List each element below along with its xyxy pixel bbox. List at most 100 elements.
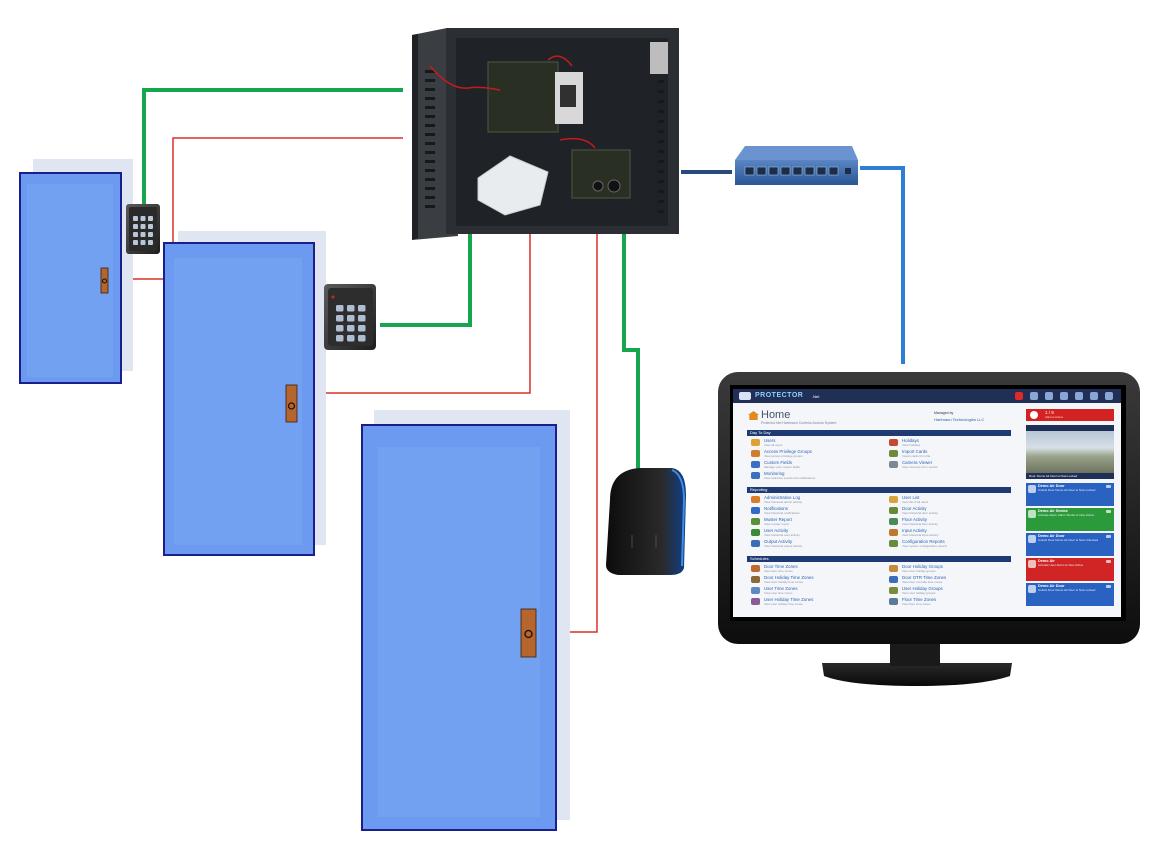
- menu-item-subtitle: View door override time zones: [902, 580, 943, 584]
- camera-toolbar[interactable]: [1026, 425, 1114, 431]
- menu-item-subtitle: View muster report: [764, 522, 790, 526]
- search-icon[interactable]: [1030, 392, 1038, 400]
- menu-item-subtitle: View all users: [764, 443, 783, 447]
- menu-item-icon: [751, 439, 760, 446]
- key-icon[interactable]: [1090, 392, 1098, 400]
- key-icon: [1106, 560, 1111, 563]
- reader-body: [606, 468, 686, 575]
- vent-slot: [425, 151, 435, 154]
- menu-item-icon: [889, 587, 898, 594]
- vent-slot: [658, 150, 664, 153]
- switch-top: [735, 146, 858, 160]
- menu-item-subtitle: View holidays: [902, 443, 921, 447]
- app-logo-icon: [739, 392, 751, 400]
- vent-slot: [658, 210, 664, 213]
- menu-item-title: Door Holiday Groups: [902, 564, 943, 569]
- alarm-banner[interactable]: 1 / 9 Alarms Active: [1026, 409, 1114, 421]
- vent-slot: [658, 110, 664, 113]
- menu-item-icon: [889, 540, 898, 547]
- monitor-icon[interactable]: [1060, 392, 1068, 400]
- menu-item-subtitle: View historical door activity: [902, 511, 938, 515]
- vent-slot: [425, 169, 435, 172]
- event-title: Demo Air Door: [1038, 584, 1065, 588]
- menu-item-icon: [751, 507, 760, 514]
- switch-port: [816, 166, 827, 176]
- capacitor-1: [607, 179, 621, 193]
- menu-item-title: Notifications: [764, 506, 788, 511]
- alarm-label: Alarms Active: [1045, 415, 1064, 419]
- section-header: Reporting: [747, 487, 1011, 493]
- menu-item-icon: [751, 518, 760, 525]
- access-control-panel: [412, 28, 679, 240]
- switch-ports: [744, 166, 851, 176]
- managed-by-name[interactable]: Hartmann Technologies LLC: [934, 417, 985, 422]
- keypad-2-key: [347, 305, 355, 312]
- controller-chip-label: [560, 85, 576, 107]
- network-cable-switch-monitor: [860, 166, 905, 364]
- user-icon[interactable]: [1105, 392, 1113, 400]
- vent-slot: [425, 178, 435, 181]
- power-transformer: [477, 155, 549, 216]
- app-name: PROTECTOR: [755, 392, 804, 399]
- door-1: [19, 159, 133, 384]
- menu-item-icon: [751, 496, 760, 503]
- menu-item-subtitle: View access privilege groups: [764, 454, 803, 458]
- vent-slot: [425, 115, 435, 118]
- vent-slot: [425, 205, 435, 208]
- menu-item-icon: [751, 450, 760, 457]
- graph-icon[interactable]: [1075, 392, 1083, 400]
- menu-item-title: Output Activity: [764, 539, 793, 544]
- menu-item-icon: [751, 529, 760, 536]
- menu-item-subtitle: View historical admin activity: [764, 500, 803, 504]
- door-3-panel: [378, 447, 540, 817]
- menu-item-title: Door OTR Time Zones: [902, 575, 947, 580]
- vent-slot: [658, 130, 664, 133]
- key-icon: [1106, 485, 1111, 488]
- menu-item-subtitle: View cameras from vendor: [902, 465, 938, 469]
- door-2-lock-knob: [287, 402, 296, 410]
- top-toolbar: [1015, 392, 1113, 400]
- menu-item-icon: [751, 461, 760, 468]
- menu-item-title: Import Cards: [902, 449, 928, 454]
- controller-board: [487, 61, 559, 133]
- alert-icon[interactable]: [1015, 392, 1023, 400]
- menu-item-subtitle: View user holiday time zones: [764, 602, 803, 606]
- camera-feed[interactable]: [1026, 431, 1114, 473]
- menu-item-icon: [889, 529, 898, 536]
- reader-highlight: [671, 469, 686, 567]
- list-icon[interactable]: [1045, 392, 1053, 400]
- cabinet-vents: [425, 70, 664, 213]
- vent-slot: [658, 140, 664, 143]
